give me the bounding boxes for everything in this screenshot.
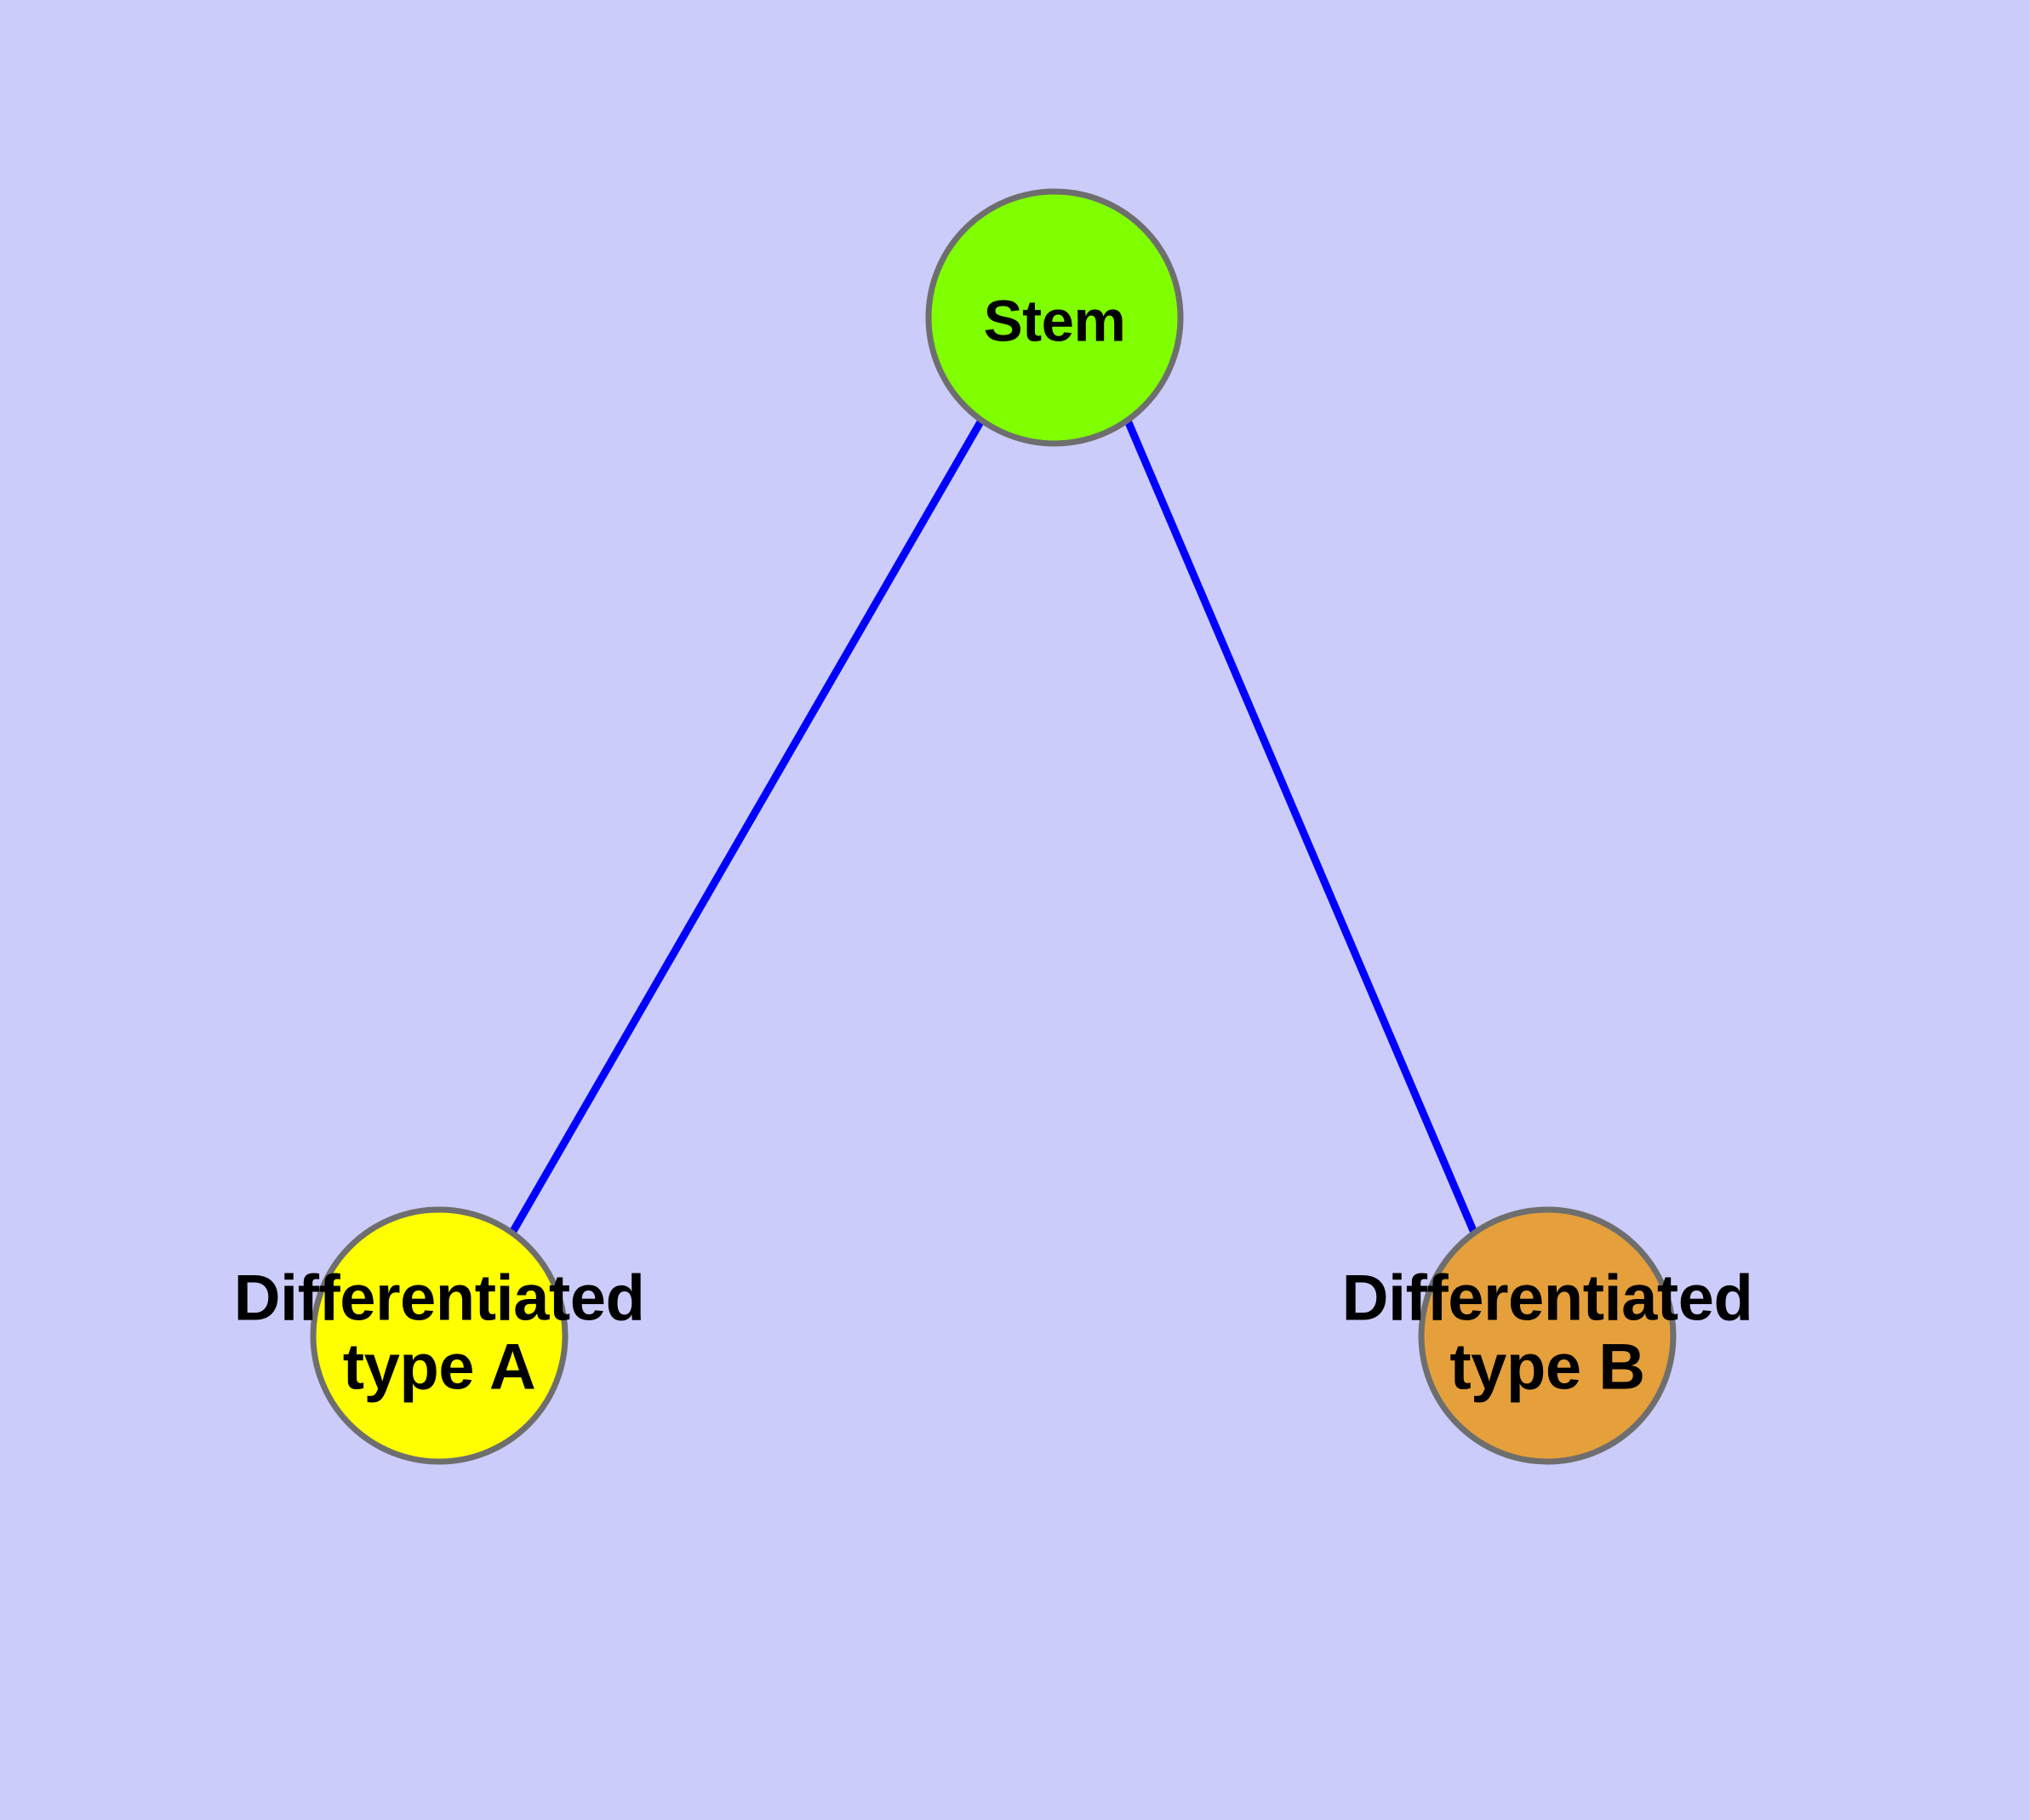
edge-layer [509, 418, 1478, 1235]
node-layer [310, 188, 1677, 1465]
edge-stem-to-diff-b [1123, 419, 1478, 1234]
node-differentiated-type-a[interactable] [310, 1206, 569, 1465]
node-differentiated-type-b[interactable] [1418, 1206, 1677, 1465]
node-stem[interactable] [925, 188, 1184, 447]
edge-stem-to-diff-a [509, 418, 985, 1235]
